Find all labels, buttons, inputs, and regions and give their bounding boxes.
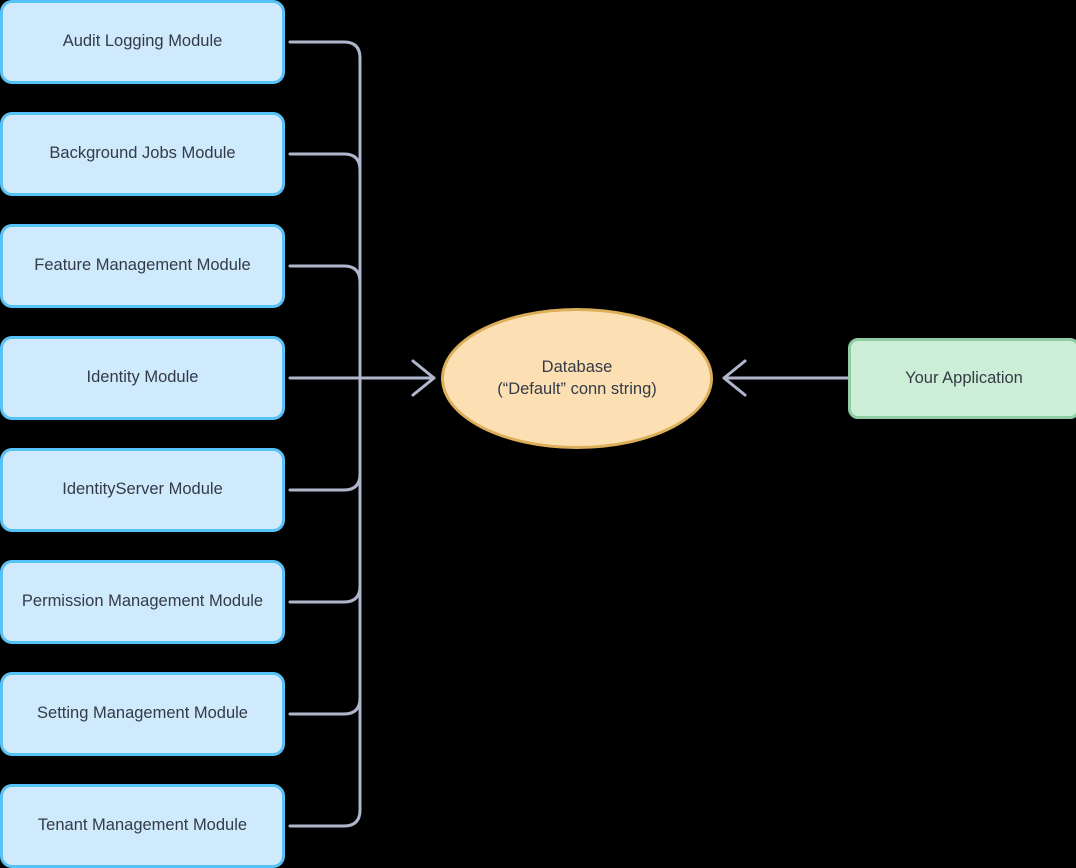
node-database[interactable]: Database (“Default” conn string) xyxy=(441,308,713,449)
node-label: Tenant Management Module xyxy=(37,816,248,835)
node-label: Background Jobs Module xyxy=(49,144,236,163)
edge-setting-management-to-database xyxy=(288,376,362,716)
node-label: Audit Logging Module xyxy=(62,32,223,51)
node-label: Identity Module xyxy=(86,368,199,387)
node-background-jobs-module[interactable]: Background Jobs Module xyxy=(0,112,285,196)
edge-tenant-management-to-database xyxy=(288,376,362,828)
node-label: Feature Management Module xyxy=(34,256,251,275)
node-label: Your Application xyxy=(905,368,1023,387)
edge-permission-management-to-database xyxy=(288,376,362,604)
node-identityserver-module[interactable]: IdentityServer Module xyxy=(0,448,285,532)
edge-background-jobs-to-database xyxy=(288,152,362,380)
database-connection-string: (“Default” conn string) xyxy=(497,379,657,398)
node-feature-management-module[interactable]: Feature Management Module xyxy=(0,224,285,308)
edge-audit-logging-to-database xyxy=(288,40,362,380)
node-your-application[interactable]: Your Application xyxy=(848,338,1076,419)
arrowhead-modules-to-database xyxy=(411,359,436,397)
edge-identityserver-to-database xyxy=(288,376,362,492)
node-permission-management-module[interactable]: Permission Management Module xyxy=(0,560,285,644)
arrowhead-application-to-database xyxy=(722,359,747,397)
edge-feature-management-to-database xyxy=(288,264,362,380)
database-title: Database xyxy=(541,357,613,376)
node-label: IdentityServer Module xyxy=(62,480,223,499)
node-identity-module[interactable]: Identity Module xyxy=(0,336,285,420)
node-audit-logging-module[interactable]: Audit Logging Module xyxy=(0,0,285,84)
node-setting-management-module[interactable]: Setting Management Module xyxy=(0,672,285,756)
node-label: Permission Management Module xyxy=(21,592,264,611)
node-label: Setting Management Module xyxy=(37,704,248,723)
node-tenant-management-module[interactable]: Tenant Management Module xyxy=(0,784,285,868)
